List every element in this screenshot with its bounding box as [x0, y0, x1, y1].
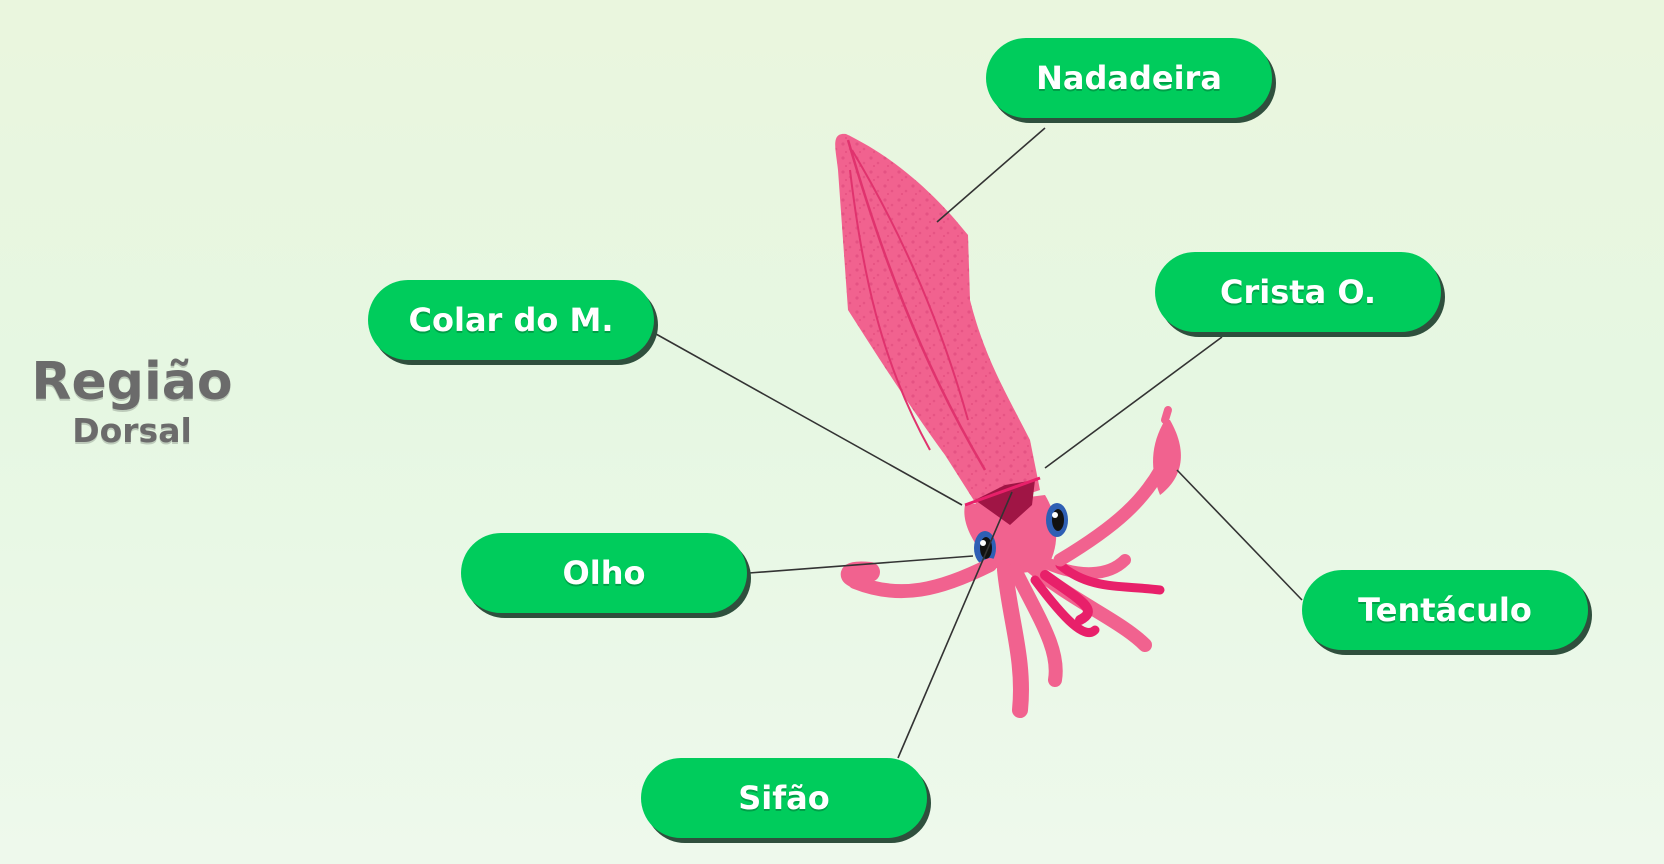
collar-edge — [964, 476, 1041, 507]
label-nadadeira[interactable]: Nadadeira — [986, 38, 1272, 118]
mantle-ridge — [851, 149, 969, 421]
leader-line-olho — [748, 555, 974, 574]
squid-illustration — [835, 133, 1181, 718]
label-crista[interactable]: Crista O. — [1155, 252, 1441, 332]
mantle-texture — [835, 133, 1040, 511]
leader-line-colar — [655, 333, 963, 506]
region-subtitle: Dorsal — [72, 411, 192, 450]
region-title: Região — [31, 352, 233, 412]
mantle-ridge — [846, 139, 987, 471]
mantle-ridge — [849, 169, 931, 451]
tentacle-club — [1153, 420, 1181, 495]
leader-line-nadadeira — [936, 127, 1046, 223]
mantle-collar-opening — [975, 480, 1035, 525]
label-olho[interactable]: Olho — [461, 533, 747, 613]
arm — [1055, 560, 1165, 595]
label-sifao[interactable]: Sifão — [641, 758, 927, 838]
leader-line-sifao — [897, 491, 1013, 759]
arm — [1008, 563, 1063, 687]
arm — [1034, 554, 1131, 580]
leader-line-tentaculo — [1176, 469, 1303, 601]
leader-lines — [655, 127, 1303, 759]
arm — [1040, 570, 1093, 625]
leader-line-crista — [1044, 336, 1223, 469]
tentacle-left — [848, 558, 997, 599]
arm — [997, 562, 1029, 718]
label-colar[interactable]: Colar do M. — [368, 280, 654, 360]
region-heading: Região Dorsal — [22, 352, 242, 450]
label-tentaculo[interactable]: Tentáculo — [1302, 570, 1588, 650]
arm — [1030, 575, 1100, 637]
